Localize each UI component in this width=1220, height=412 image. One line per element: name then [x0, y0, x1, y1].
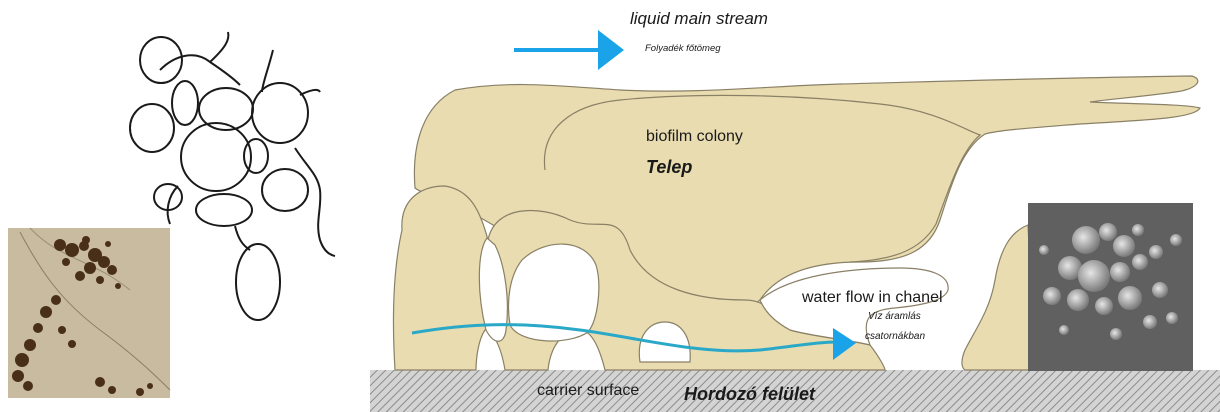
channel-label-en: water flow in chanel [802, 289, 943, 307]
microscopy-photo [8, 228, 170, 398]
channel-label-hu-line1: Víz áramlás [868, 311, 921, 322]
main-stream-arrow [514, 30, 624, 70]
channel-label-hu-line2: csatornákban [865, 331, 925, 342]
biofilm-right-pillar [962, 225, 1035, 370]
main-stream-label-en: liquid main stream [630, 9, 768, 29]
surface-label-hu: Hordozó felület [684, 384, 815, 405]
surface-label-en: carrier surface [537, 382, 639, 400]
sem-photo [1028, 203, 1193, 371]
colony-label-hu: Telep [646, 157, 692, 178]
colony-label-en: biofilm colony [646, 128, 743, 146]
main-stream-label-hu: Folyadék főtömeg [645, 43, 721, 54]
